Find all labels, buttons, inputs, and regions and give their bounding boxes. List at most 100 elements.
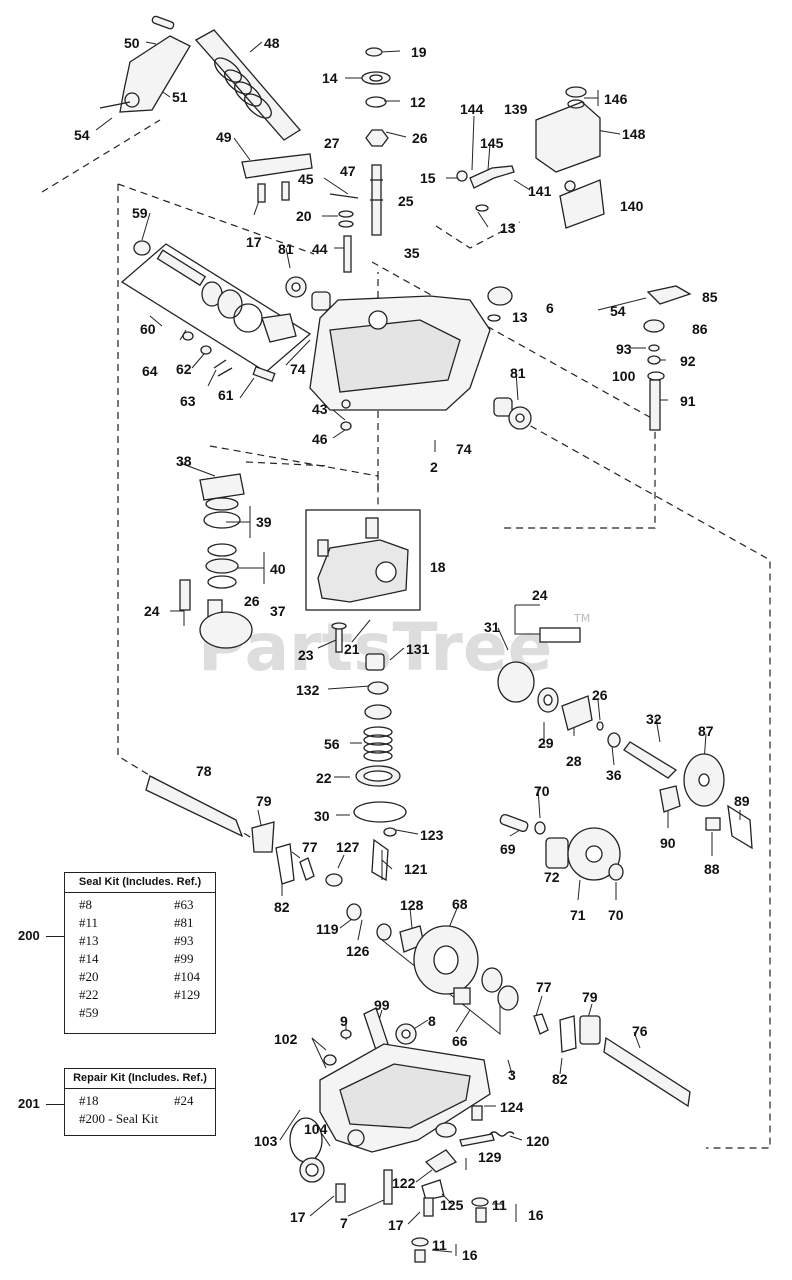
svg-text:TM: TM	[573, 612, 590, 625]
callout-59: 59	[132, 205, 148, 221]
callout-146: 146	[604, 91, 628, 107]
repair-kit-connector	[46, 1104, 64, 1105]
callout-18: 18	[430, 559, 446, 575]
callout-126: 126	[346, 943, 370, 959]
callout-54: 54	[74, 127, 90, 143]
callout-labels: 50 48 51 54 49 27 19 14 12 26 144 139 14…	[74, 35, 750, 1263]
callout-17: 17	[246, 234, 262, 250]
callout-132: 132	[296, 682, 320, 698]
repair-kit-number: 201	[18, 1096, 40, 1111]
callout-144: 144	[460, 101, 484, 117]
callout-19: 19	[411, 44, 427, 60]
callout-71: 71	[570, 907, 586, 923]
callout-122: 122	[392, 1175, 416, 1191]
callout-13: 13	[500, 220, 516, 236]
callout-74: 74	[456, 441, 472, 457]
callout-49: 49	[216, 129, 232, 145]
kit-item: #24	[174, 1093, 194, 1108]
callout-120: 120	[526, 1133, 550, 1149]
callout-140: 140	[620, 198, 644, 214]
callout-62: 62	[176, 361, 192, 377]
callout-31: 31	[484, 619, 500, 635]
callout-14: 14	[322, 70, 338, 86]
seal-kit-title: Seal Kit (Includes. Ref.)	[65, 873, 215, 893]
callout-17: 17	[290, 1209, 306, 1225]
callout-128: 128	[400, 897, 424, 913]
svg-text:PartsTree: PartsTree	[198, 609, 552, 686]
callout-87: 87	[698, 723, 714, 739]
callout-124: 124	[500, 1099, 524, 1115]
kit-item: #129	[174, 987, 200, 1002]
callout-6: 6	[546, 300, 554, 316]
callout-127: 127	[336, 839, 360, 855]
callout-38: 38	[176, 453, 192, 469]
callout-26: 26	[244, 593, 260, 609]
callout-72: 72	[544, 869, 560, 885]
kit-item: #11	[79, 915, 99, 930]
callout-37: 37	[270, 603, 286, 619]
callout-9: 9	[340, 1013, 348, 1029]
callout-78: 78	[196, 763, 212, 779]
kit-item: #18	[79, 1093, 99, 1108]
callout-70: 70	[534, 783, 550, 799]
callout-12: 12	[410, 94, 426, 110]
callout-90: 90	[660, 835, 676, 851]
callout-60: 60	[140, 321, 156, 337]
callout-81: 81	[278, 241, 294, 257]
callout-88: 88	[704, 861, 720, 877]
callout-139: 139	[504, 101, 528, 117]
callout-17: 17	[388, 1217, 404, 1233]
callout-123: 123	[420, 827, 444, 843]
callout-91: 91	[680, 393, 696, 409]
callout-27: 27	[324, 135, 340, 151]
seal-kit-connector	[46, 936, 64, 937]
repair-kit-box: Repair Kit (Includes. Ref.) #18#24#200 -…	[64, 1068, 216, 1136]
callout-92: 92	[680, 353, 696, 369]
callout-8: 8	[428, 1013, 436, 1029]
callout-45: 45	[298, 171, 314, 187]
callout-77: 77	[536, 979, 552, 995]
callout-36: 36	[606, 767, 622, 783]
callout-35: 35	[404, 245, 420, 261]
kit-item: #81	[174, 915, 194, 930]
callout-11: 11	[432, 1237, 447, 1253]
callout-74: 74	[290, 361, 306, 377]
callout-24: 24	[532, 587, 548, 603]
callout-24: 24	[144, 603, 160, 619]
kit-item: #14	[79, 951, 99, 966]
parts-tree-watermark: PartsTree TM	[198, 609, 590, 686]
callout-2: 2	[430, 459, 438, 475]
callout-100: 100	[612, 368, 636, 384]
callout-22: 22	[316, 770, 332, 786]
callout-44: 44	[312, 241, 328, 257]
callout-79: 79	[582, 989, 598, 1005]
seal-kit-box: Seal Kit (Includes. Ref.) #8 #63 #11 #81 #13…	[64, 872, 216, 1034]
kit-item: #20	[79, 969, 99, 984]
callout-86: 86	[692, 321, 708, 337]
callout-16: 16	[528, 1207, 544, 1223]
callout-76: 76	[632, 1023, 648, 1039]
callout-99: 99	[374, 997, 390, 1013]
callout-21: 21	[344, 641, 360, 657]
callout-28: 28	[566, 753, 582, 769]
kit-item: #63	[174, 897, 194, 912]
callout-11: 11	[492, 1197, 507, 1213]
callout-64: 64	[142, 363, 158, 379]
kit-item: #8	[79, 897, 92, 912]
repair-kit-title: Repair Kit (Includes. Ref.)	[65, 1069, 215, 1089]
callout-29: 29	[538, 735, 554, 751]
callout-13: 13	[512, 309, 528, 325]
callout-50: 50	[124, 35, 140, 51]
callout-141: 141	[528, 183, 552, 199]
callout-79: 79	[256, 793, 272, 809]
callout-145: 145	[480, 135, 504, 151]
kit-item: #13	[79, 933, 99, 948]
callout-81: 81	[510, 365, 526, 381]
callout-3: 3	[508, 1067, 516, 1083]
callout-68: 68	[452, 896, 468, 912]
callout-121: 121	[404, 861, 428, 877]
callout-26: 26	[412, 130, 428, 146]
callout-131: 131	[406, 641, 430, 657]
callout-43: 43	[312, 401, 328, 417]
